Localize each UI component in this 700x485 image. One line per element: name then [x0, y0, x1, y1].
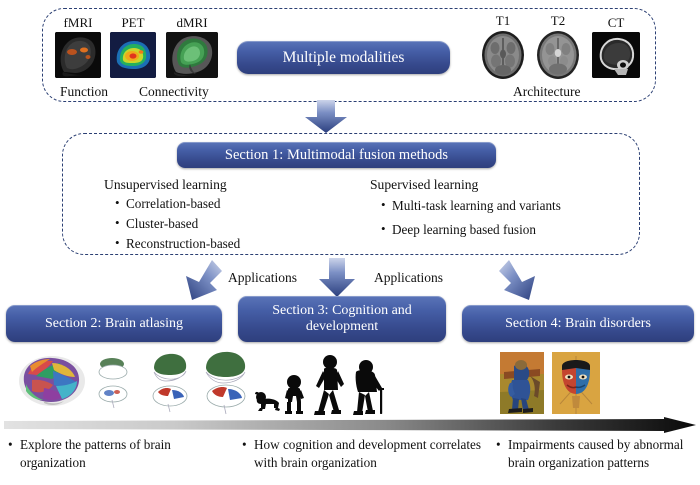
bullet-icon: •	[242, 437, 247, 452]
list-item: Reconstruction-based	[115, 233, 240, 254]
bottom-caption-2-text: How cognition and development correlates…	[254, 437, 482, 470]
lifespan-silhouettes-imagery	[252, 350, 392, 416]
modality-ct: CT	[592, 15, 640, 78]
arrow-down-to-section3	[317, 258, 357, 298]
modality-pet: PET	[110, 15, 156, 78]
unsupervised-learning-list: Correlation-based Cluster-based Reconstr…	[104, 193, 240, 254]
ct-skull-icon	[592, 32, 640, 78]
caption-connectivity: Connectivity	[139, 84, 209, 99]
modality-t1-label: T1	[495, 13, 511, 28]
supervised-learning-heading: Supervised learning	[370, 177, 479, 192]
brain-disorder-artwork-imagery	[500, 352, 600, 414]
section4-banner: Section 4: Brain disorders	[462, 305, 694, 342]
modality-fmri: fMRI	[55, 15, 101, 78]
supervised-learning-list: Multi-task learning and variants Deep le…	[370, 193, 561, 243]
unsupervised-learning-column: Unsupervised learning Correlation-based …	[104, 177, 240, 253]
t1-brain-icon	[479, 30, 527, 80]
list-item: Multi-task learning and variants	[381, 193, 561, 218]
pet-brain-icon	[110, 32, 156, 78]
bullet-icon: •	[8, 437, 13, 452]
list-item: Deep learning based fusion	[381, 217, 561, 242]
supervised-learning-column: Supervised learning Multi-task learning …	[370, 177, 561, 243]
modality-t2: T2	[534, 13, 582, 80]
dmri-brain-icon	[166, 32, 218, 78]
section3-banner: Section 3: Cognition and development	[238, 296, 446, 342]
fmri-brain-icon	[55, 32, 101, 78]
section2-banner: Section 2: Brain atlasing	[6, 305, 222, 342]
section1-banner: Section 1: Multimodal fusion methods	[177, 142, 496, 168]
bottom-caption-2: • How cognition and development correlat…	[242, 436, 490, 472]
caption-function: Function	[60, 84, 109, 99]
applications-label-2: Applications	[374, 270, 443, 285]
bottom-caption-1-text: Explore the patterns of brain organizati…	[20, 437, 171, 470]
timeline-gradient-arrow	[4, 417, 696, 433]
bottom-caption-3-text: Impairments caused by abnormal brain org…	[508, 437, 684, 470]
bottom-caption-1: • Explore the patterns of brain organiza…	[8, 436, 236, 472]
list-item: Cluster-based	[115, 213, 240, 234]
modality-pet-label: PET	[121, 15, 145, 30]
arrow-down-to-fusion	[303, 100, 349, 134]
modality-dmri: dMRI	[166, 15, 218, 78]
modality-fmri-label: fMRI	[63, 15, 93, 30]
arrow-down-left-to-section2	[172, 258, 224, 304]
multiple-modalities-banner: Multiple modalities	[237, 41, 450, 74]
modality-ct-label: CT	[607, 15, 625, 30]
bullet-icon: •	[496, 437, 501, 452]
bottom-caption-3: • Impairments caused by abnormal brain o…	[496, 436, 700, 472]
modality-dmri-label: dMRI	[176, 15, 208, 30]
list-item: Correlation-based	[115, 193, 240, 214]
t2-brain-icon	[534, 30, 582, 80]
caption-architecture: Architecture	[513, 84, 581, 99]
brain-atlas-imagery	[10, 348, 260, 416]
arrow-down-right-to-section4	[497, 258, 549, 304]
unsupervised-learning-heading: Unsupervised learning	[104, 177, 227, 192]
modality-t1: T1	[479, 13, 527, 80]
modality-t2-label: T2	[550, 13, 566, 28]
applications-label-1: Applications	[228, 270, 297, 285]
